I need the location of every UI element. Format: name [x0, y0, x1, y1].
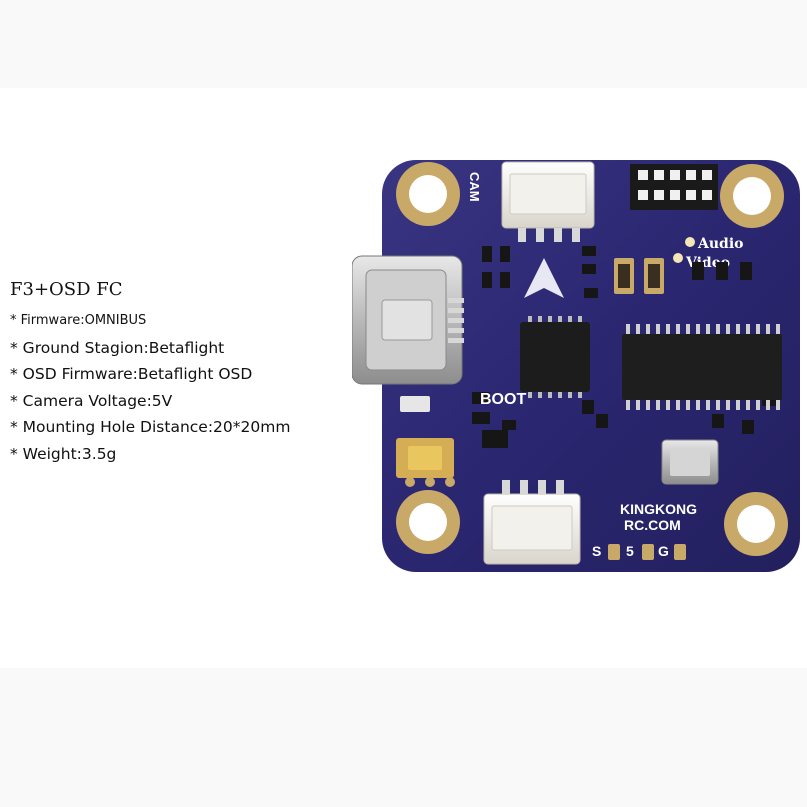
- cam-label: CAM: [467, 172, 482, 202]
- spec-mounting-hole: * Mounting Hole Distance:20*20mm: [10, 418, 291, 436]
- spec-camera-voltage: * Camera Voltage:5V: [10, 391, 173, 410]
- pad-g-label: G: [658, 543, 669, 559]
- capacitors: [614, 258, 664, 294]
- pad-s-label: S: [592, 543, 601, 559]
- spec-weight: * Weight:3.5g: [10, 444, 117, 463]
- micro-usb-port: [352, 255, 464, 385]
- spec-osd-firmware: * OSD Firmware:Betaflight OSD: [10, 365, 253, 383]
- top-background-band: [0, 0, 807, 88]
- boot-button: [396, 438, 454, 478]
- spec-firmware: * Firmware:OMNIBUS: [10, 313, 147, 328]
- led-indicator: [400, 396, 430, 412]
- solder-pads-left: [405, 477, 455, 487]
- pin-header: [630, 164, 718, 210]
- mcu-chip: [520, 316, 590, 398]
- mounting-hole-top-right: [720, 164, 784, 228]
- spec-list: F3+OSD FC * Firmware:OMNIBUS * Ground St…: [10, 278, 290, 467]
- boot-label: BOOT: [480, 391, 526, 408]
- pad-5-label: 5: [626, 543, 634, 559]
- arrow-logo: [524, 258, 564, 298]
- bottom-background-band: [0, 668, 807, 807]
- crystal-oscillator: [661, 439, 719, 485]
- osd-chip: [622, 324, 782, 410]
- cam-connector: [501, 161, 595, 242]
- mounting-hole-bottom-right: [724, 492, 788, 556]
- brand-line-2: RC.COM: [624, 517, 681, 533]
- spec-ground-station: * Ground Stagion:Betaflight: [10, 338, 225, 357]
- brand-line-1: KINGKONG: [620, 501, 697, 517]
- video-pad: [673, 253, 683, 263]
- audio-pad: [685, 237, 695, 247]
- bottom-connector: [483, 480, 581, 565]
- audio-label: Audio: [697, 236, 744, 252]
- mounting-hole-bottom-left: [396, 490, 460, 554]
- mounting-hole-top-left: [396, 162, 460, 226]
- smd-components: [472, 246, 776, 448]
- product-title: F3+OSD FC: [10, 279, 123, 300]
- flight-controller-board-photo: CAM Audio Video: [352, 160, 800, 572]
- power-pads: S 5 G: [592, 543, 686, 560]
